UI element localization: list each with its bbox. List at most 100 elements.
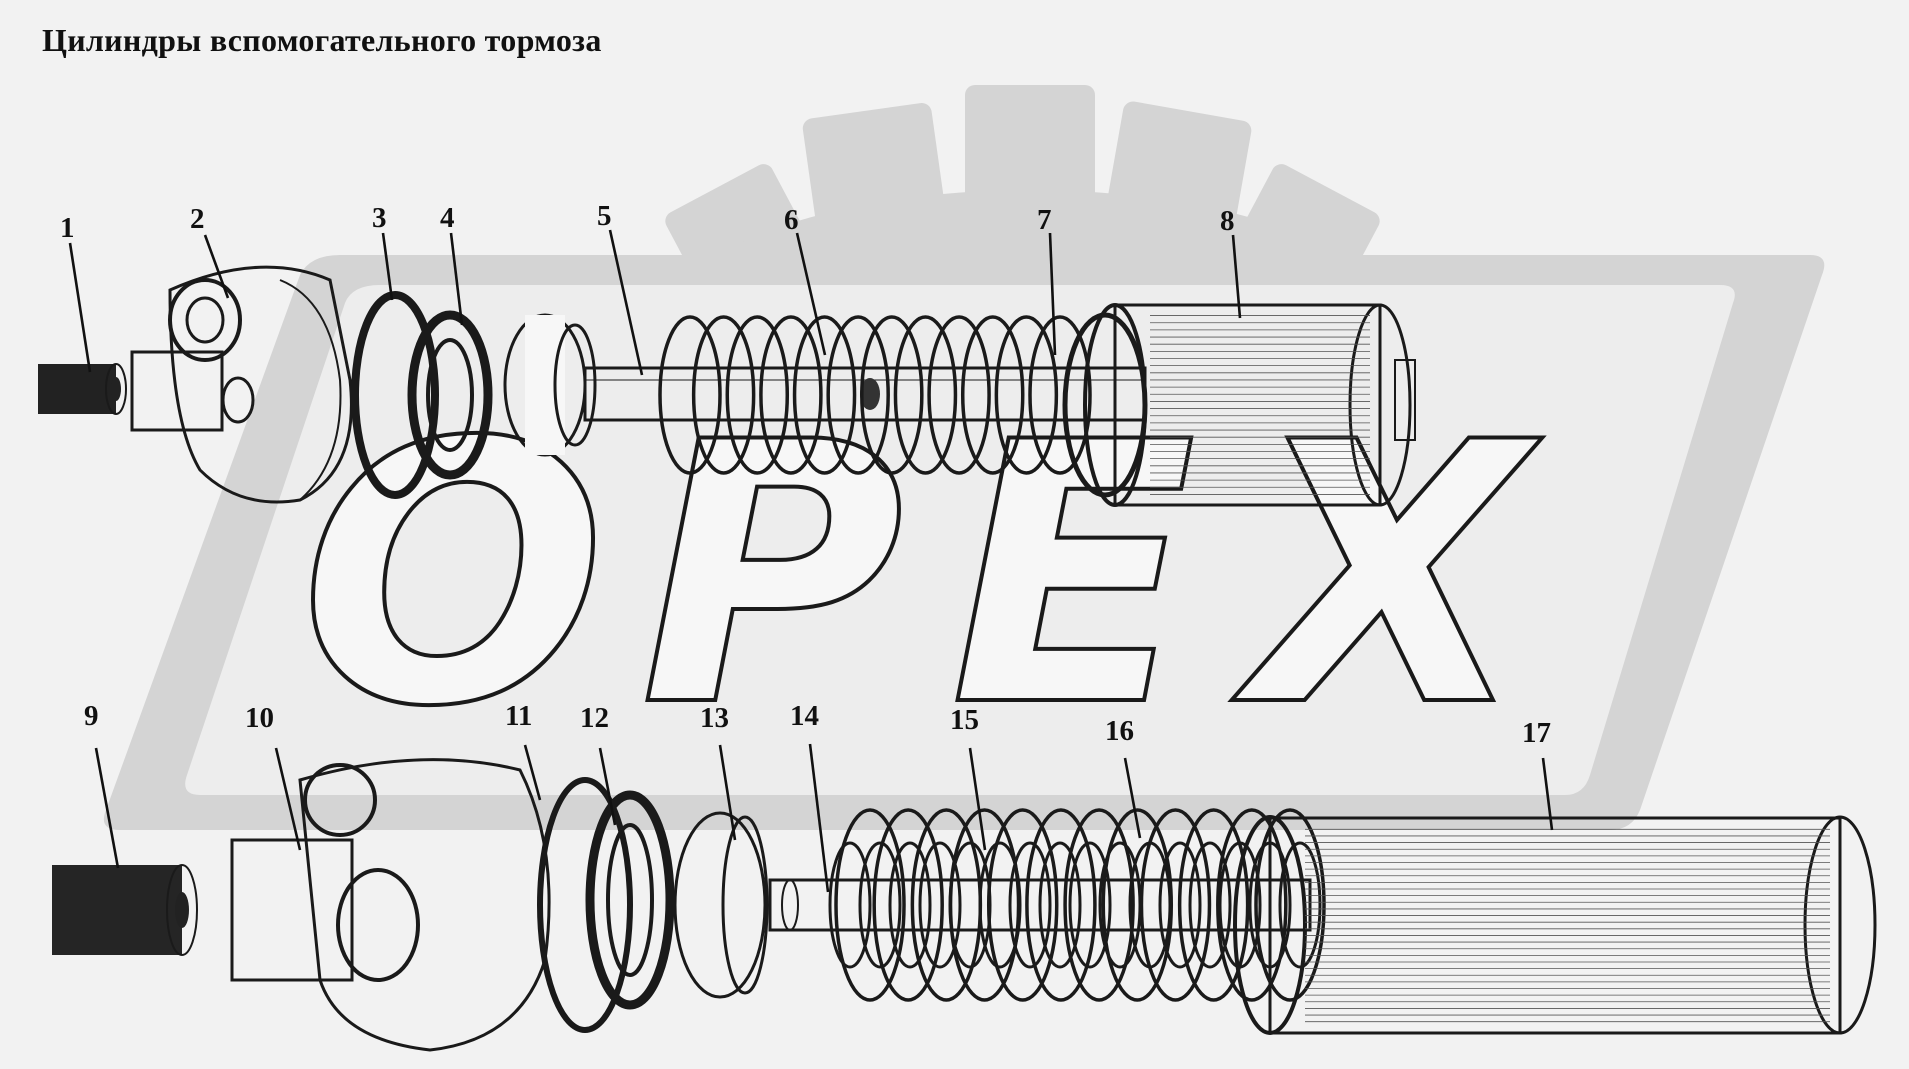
spring-coil <box>860 315 924 475</box>
callout-3: 3 <box>372 202 387 234</box>
spring-coil <box>1128 841 1172 969</box>
spring-coil <box>960 315 1025 475</box>
spring-coil <box>1068 841 1112 969</box>
leader-4 <box>449 232 464 326</box>
spring-coil <box>834 808 906 1002</box>
spring-coil <box>918 841 962 969</box>
spring-coil <box>888 841 932 969</box>
callout-13: 13 <box>700 702 729 734</box>
spring-coil <box>1254 808 1326 1002</box>
part-11-ring <box>537 777 633 1033</box>
upper-cylinder-assembly <box>38 265 1416 507</box>
part-7-retainer <box>1062 312 1148 498</box>
spring-coil <box>691 315 756 475</box>
spring-coil <box>1177 808 1250 1002</box>
spring-coil <box>792 315 857 475</box>
leader-14 <box>808 743 830 893</box>
part-10-end-cap <box>230 758 551 1052</box>
callout-14: 14 <box>790 700 819 732</box>
watermark: O P E X <box>103 85 1825 830</box>
upper-piston <box>503 313 597 457</box>
spring-coil <box>1028 315 1092 475</box>
watermark-gear <box>660 85 1400 470</box>
watermark-letter-p: P <box>640 366 904 785</box>
part-12-seal <box>585 790 675 1010</box>
part-2-end-cap <box>130 265 353 504</box>
callout-16: 16 <box>1105 715 1134 747</box>
callout-1: 1 <box>60 212 75 244</box>
spring-coil <box>872 808 944 1002</box>
spring-coil <box>1248 841 1292 969</box>
spring-coil <box>1063 808 1135 1002</box>
part-14-rod <box>768 878 1312 932</box>
spring-coil <box>826 315 890 475</box>
spring-coil <box>1038 841 1082 969</box>
spring-coil <box>948 841 992 969</box>
leader-16 <box>1123 757 1142 839</box>
spring-coil <box>1098 841 1142 969</box>
spring-coil <box>828 841 872 969</box>
callout-9: 9 <box>84 700 99 732</box>
part-6-spring <box>658 315 1092 475</box>
leader-10 <box>274 747 302 851</box>
diagram-title: Цилиндры вспомогательного тормоза <box>42 22 602 58</box>
spring-coil <box>1008 841 1052 969</box>
leader-17 <box>1541 757 1554 831</box>
spring-coil <box>1139 808 1212 1002</box>
part-16-outer-spring <box>834 808 1326 1002</box>
spring-coil <box>1216 808 1288 1002</box>
leader-7 <box>1048 232 1057 356</box>
part-4-seal <box>407 310 493 480</box>
leader-2 <box>203 234 230 299</box>
callout-17: 17 <box>1522 717 1551 749</box>
callout-10: 10 <box>245 702 274 734</box>
leader-lines <box>68 229 1554 893</box>
leader-3 <box>381 232 394 301</box>
spring-coil <box>978 841 1022 969</box>
part-13-piston <box>673 811 769 999</box>
leader-8 <box>1231 234 1242 319</box>
callout-4: 4 <box>440 202 455 234</box>
leader-6 <box>795 232 827 356</box>
callout-8: 8 <box>1220 205 1235 237</box>
part-8-cylinder <box>1083 303 1416 507</box>
watermark-letter-o: O <box>300 366 606 785</box>
callout-12: 12 <box>580 702 609 734</box>
watermark-letter-e: E <box>950 366 1196 785</box>
callout-5: 5 <box>597 200 612 232</box>
leader-12 <box>598 747 617 826</box>
callout-15: 15 <box>950 704 979 736</box>
part-9-fitting <box>52 864 198 956</box>
part-1-fitting <box>38 363 127 415</box>
spring-coil <box>759 315 823 475</box>
watermark-letter-x: X <box>1228 366 1543 785</box>
leader-5 <box>608 229 644 376</box>
part-5-rod <box>583 366 1147 422</box>
spring-coil <box>910 808 983 1002</box>
spring-coil <box>1025 808 1097 1002</box>
part-3-ring <box>351 291 439 499</box>
spring-coil <box>927 315 991 475</box>
callout-11: 11 <box>505 700 532 732</box>
part-15-inner-spring <box>828 841 1322 969</box>
spring-coil <box>1188 841 1232 969</box>
spring-coil <box>1101 808 1174 1002</box>
leader-1 <box>68 242 92 373</box>
callout-7: 7 <box>1037 204 1052 236</box>
spring-coil <box>1158 841 1202 969</box>
spring-coil <box>1278 841 1322 969</box>
leader-11 <box>523 744 542 801</box>
leader-15 <box>968 747 987 851</box>
spring-coil <box>994 315 1059 475</box>
lower-cylinder-assembly <box>52 758 1877 1052</box>
spring-coil <box>986 808 1059 1002</box>
spring-coil <box>725 315 790 475</box>
watermark-frame-inner <box>185 285 1735 795</box>
spring-coil <box>658 315 722 475</box>
watermark-letters: O P E X <box>298 364 1545 787</box>
spring-coil <box>1218 841 1262 969</box>
leader-9 <box>94 747 120 869</box>
part-17-cylinder <box>1233 815 1877 1035</box>
